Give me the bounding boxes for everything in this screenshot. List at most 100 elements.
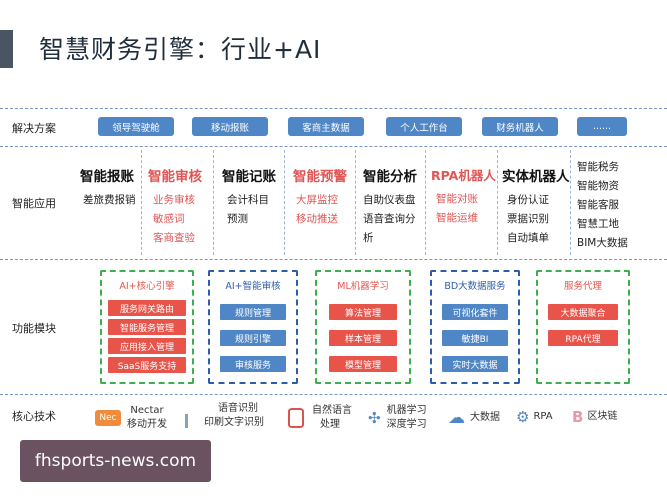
tech-label: 自然语言 <box>312 405 352 416</box>
tech-item: 语音识别 印刷文字识别 <box>185 402 264 430</box>
module-item[interactable]: 应用接入管理 <box>108 338 186 354</box>
app-item: 票据识别 <box>507 213 549 225</box>
blockchain-icon: B <box>572 408 584 426</box>
voice-icon <box>185 414 200 428</box>
row-label-tech: 核心技术 <box>12 410 56 423</box>
module-item[interactable]: SaaS服务支持 <box>108 357 186 373</box>
module-box: ML机器学习 算法管理 样本管理 模型管理 <box>315 270 411 384</box>
row-label-modules: 功能模块 <box>12 322 56 335</box>
column-divider <box>355 150 356 255</box>
row-divider <box>0 394 667 395</box>
gear-icon: ⚙ <box>516 408 530 426</box>
tech-label: Nectar <box>130 405 164 416</box>
app-item: 智能运维 <box>436 212 478 224</box>
app-column: 智能审核 业务审核 敏感词 客商查验 <box>148 165 202 248</box>
tech-label: RPA <box>533 411 553 422</box>
module-title: BD大数据服务 <box>444 281 506 292</box>
solution-button[interactable]: 领导驾驶舱 <box>98 117 174 136</box>
module-item[interactable]: 可视化套件 <box>442 304 508 320</box>
row-label-apps: 智能应用 <box>12 197 56 210</box>
module-item[interactable]: 审核服务 <box>220 356 286 372</box>
app-title: 智能记账 <box>222 169 276 185</box>
module-item[interactable]: 规则管理 <box>220 304 286 320</box>
tech-label: 机器学习 <box>386 405 427 416</box>
app-column: RPA机器人 智能对账 智能运维 <box>431 165 496 228</box>
tech-label: 区块链 <box>587 411 618 422</box>
column-divider <box>213 150 214 255</box>
tech-label: 移动开发 <box>127 419 167 430</box>
app-item: 自动填单 <box>507 232 549 244</box>
app-column: 智能税务 智能物资 智能客服 智慧工地 BIM大数据 <box>577 158 628 253</box>
tech-item: B 区块链 <box>572 408 617 426</box>
app-title: 智能审核 <box>148 169 202 185</box>
app-column: 智能预警 大屏监控 移动推送 <box>293 165 347 229</box>
app-item: BIM大数据 <box>577 237 628 249</box>
tech-item: ✣ 机器学习 深度学习 <box>368 404 427 432</box>
app-item: 客商查验 <box>153 232 195 244</box>
app-item: 移动推送 <box>296 213 338 225</box>
tech-item: ⚙ RPA <box>516 408 553 426</box>
app-item: 大屏监控 <box>296 194 338 206</box>
app-title: RPA机器人 <box>431 168 496 183</box>
app-item: 智能税务 <box>577 161 619 173</box>
solution-button[interactable]: ...... <box>577 117 627 136</box>
module-item[interactable]: 智能服务管理 <box>108 319 186 335</box>
row-label-solutions: 解决方案 <box>12 122 56 135</box>
module-item[interactable]: RPA代理 <box>548 330 618 346</box>
module-item[interactable]: 敏捷BI <box>442 330 508 346</box>
module-box: 服务代理 大数据聚合 RPA代理 <box>536 270 630 384</box>
app-item: 智能物资 <box>577 180 619 192</box>
app-item: 智慧工地 <box>577 218 619 230</box>
row-divider <box>0 108 667 109</box>
solution-button[interactable]: 移动报账 <box>192 117 268 136</box>
tech-label: 印刷文字识别 <box>204 417 264 428</box>
tech-label: 处理 <box>320 419 340 430</box>
database-icon <box>288 408 304 428</box>
app-title: 智能报账 <box>80 169 134 185</box>
app-column: 智能记账 会计科目 预测 <box>222 165 276 229</box>
module-item[interactable]: 算法管理 <box>329 304 397 320</box>
column-divider <box>497 150 498 255</box>
tech-label: 深度学习 <box>386 419 427 430</box>
module-title: ML机器学习 <box>337 281 389 292</box>
column-divider <box>425 150 426 255</box>
module-box: AI+核心引擎 服务网关路由 智能服务管理 应用接入管理 SaaS服务支持 <box>100 270 194 384</box>
module-box: BD大数据服务 可视化套件 敏捷BI 实时大数据 <box>430 270 520 384</box>
app-item: 智能对账 <box>436 193 478 205</box>
app-item: 智能客服 <box>577 199 619 211</box>
row-divider <box>0 146 667 147</box>
app-item: 自助仪表盘 <box>363 194 416 206</box>
module-title: 服务代理 <box>563 281 602 292</box>
tech-item: 自然语言 处理 <box>288 404 352 432</box>
column-divider <box>141 150 142 255</box>
module-item[interactable]: 实时大数据 <box>442 356 508 372</box>
tech-item: Nec Nectar 移动开发 <box>95 404 167 432</box>
module-item[interactable]: 服务网关路由 <box>108 300 186 316</box>
solution-button[interactable]: 财务机器人 <box>482 117 558 136</box>
module-box: AI+智能审核 规则管理 规则引擎 审核服务 <box>208 270 298 384</box>
app-title: 智能预警 <box>293 169 347 185</box>
solution-button[interactable]: 个人工作台 <box>386 117 462 136</box>
module-item[interactable]: 规则引擎 <box>220 330 286 346</box>
app-column: 智能分析 自助仪表盘 语音查询分 析 <box>363 165 417 248</box>
cloud-icon: ☁ <box>448 408 465 428</box>
network-icon: ✣ <box>368 409 381 427</box>
module-item[interactable]: 模型管理 <box>329 356 397 372</box>
app-item: 析 <box>363 232 374 244</box>
module-title: AI+智能审核 <box>225 281 281 292</box>
module-item[interactable]: 样本管理 <box>329 330 397 346</box>
module-title: AI+核心引擎 <box>119 281 175 292</box>
flame-app-icon: Nec <box>95 410 121 426</box>
solution-button[interactable]: 客商主数据 <box>288 117 364 136</box>
app-item: 身份认证 <box>507 194 549 206</box>
module-item[interactable]: 大数据聚合 <box>548 304 618 320</box>
title-accent-bar <box>0 30 13 68</box>
watermark-label: fhsports-news.com <box>20 440 211 482</box>
app-title: 实体机器人 <box>502 169 570 185</box>
column-divider <box>284 150 285 255</box>
tech-label: 大数据 <box>470 412 500 423</box>
row-divider <box>0 259 667 260</box>
app-item: 业务审核 <box>153 194 195 206</box>
app-title: 智能分析 <box>363 169 417 185</box>
app-column: 实体机器人 身份认证 票据识别 自动填单 <box>502 165 570 248</box>
